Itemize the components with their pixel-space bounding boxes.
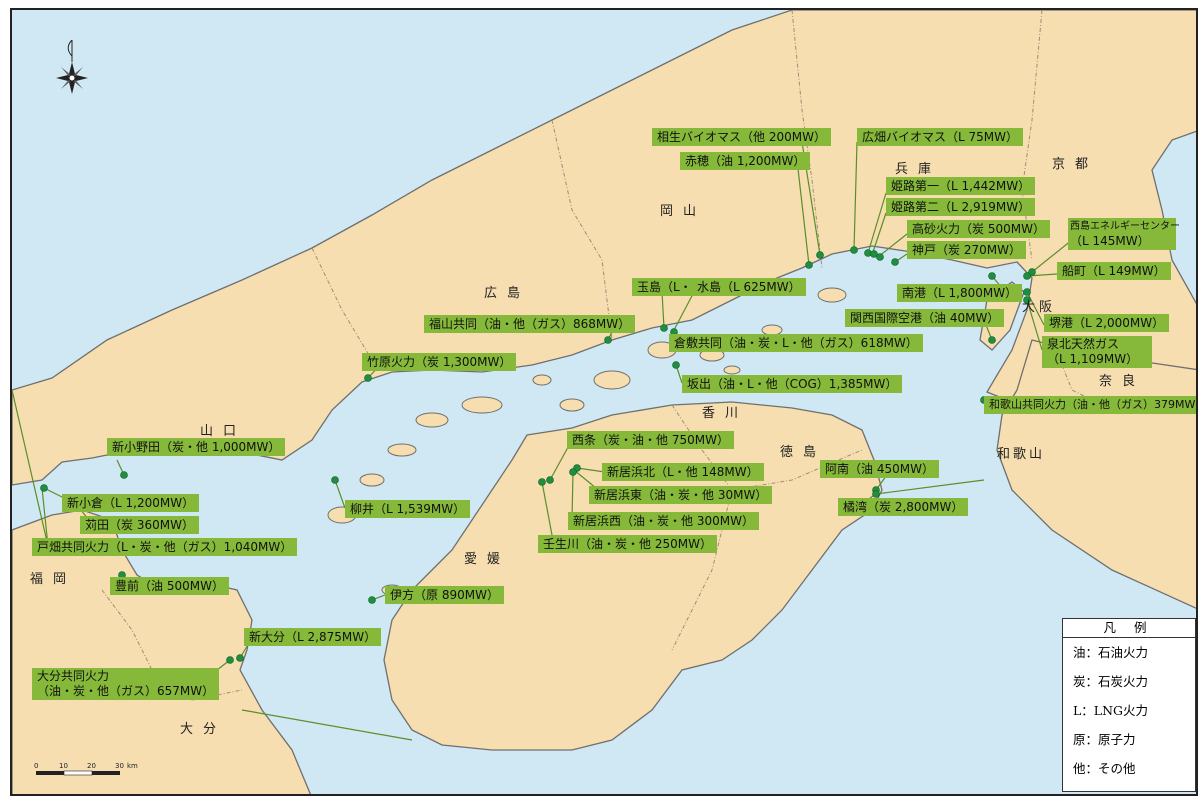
pref-yamaguchi: 山口 bbox=[200, 424, 247, 439]
legend-item-nuclear: 原：原子力 bbox=[1073, 732, 1136, 747]
plant-label-niihama-e: 新居浜東（油・炭・他 30MW） bbox=[589, 486, 773, 504]
scale-bar: 0 10 20 30 km bbox=[34, 762, 144, 786]
plant-label-funamachi: 船町（L 149MW） bbox=[1057, 262, 1171, 280]
plant-label-nanko: 南港（L 1,800MW） bbox=[897, 284, 1023, 302]
plant-label-takehara: 竹原火力（炭 1,300MW） bbox=[362, 353, 517, 371]
pref-fukuoka: 福岡 bbox=[30, 572, 77, 587]
plant-label-ako: 赤穂（油 1,200MW） bbox=[680, 152, 811, 170]
plant-label-senboku: 泉北天然ガス （L 1,109MW） bbox=[1042, 336, 1152, 368]
plant-label-sakaide: 坂出（油・L・他（COG）1,385MW） bbox=[682, 375, 903, 393]
plant-label-kobe: 神戸（炭 270MW） bbox=[907, 241, 1026, 259]
legend: 凡例 油：石油火力 炭：石炭火力 L：LNG火力 原：原子力 他：その他 bbox=[1062, 618, 1196, 792]
scale-label-20: 20 bbox=[87, 762, 96, 770]
scale-bar-graphic bbox=[36, 770, 120, 776]
plant-label-saijo: 西条（炭・油・他 750MW） bbox=[567, 431, 734, 449]
pref-tokushima: 徳島 bbox=[780, 445, 827, 460]
scale-label-10: 10 bbox=[59, 762, 68, 770]
plant-label-kansai-airport: 関西国際空港（油 40MW） bbox=[845, 309, 1005, 327]
plant-label-himeji2: 姫路第二（L 2,919MW） bbox=[886, 198, 1036, 216]
plant-label-senboku-line1: 泉北天然ガス bbox=[1047, 337, 1120, 351]
plant-label-anan: 阿南（油 450MW） bbox=[820, 460, 939, 478]
legend-item-oil: 油：石油火力 bbox=[1073, 645, 1149, 660]
plant-label-niihama-w: 新居浜西（油・炭・他 300MW） bbox=[568, 512, 759, 530]
plant-label-hirohata: 広畑バイオマス（L 75MW） bbox=[857, 128, 1023, 146]
plant-label-fukuyama: 福山共同（油・他（ガス）868MW） bbox=[424, 315, 636, 333]
plant-label-mizushima: 水島（L 625MW） bbox=[692, 278, 806, 296]
plant-label-sakaiko: 堺港（L 2,000MW） bbox=[1044, 314, 1170, 332]
north-arrow-icon bbox=[56, 40, 88, 94]
plant-label-buzen: 豊前（油 500MW） bbox=[110, 577, 229, 595]
plant-label-nishijima-line2: （L 145MW） bbox=[1070, 234, 1150, 248]
pref-oita: 大分 bbox=[180, 722, 227, 737]
plant-label-shinkokura: 新小倉（L 1,200MW） bbox=[62, 494, 200, 512]
legend-item-coal: 炭：石炭火力 bbox=[1073, 674, 1149, 689]
plant-label-oita: 大分共同火力 （油・炭・他（ガス）657MW） bbox=[32, 668, 220, 700]
plant-label-yanai: 柳井（L 1,539MW） bbox=[345, 500, 471, 518]
plant-label-aioi: 相生バイオマス（他 200MW） bbox=[652, 128, 831, 146]
kii-peninsula bbox=[996, 339, 1196, 609]
scale-label-0: 0 bbox=[34, 762, 39, 770]
plant-label-kanda: 苅田（炭 360MW） bbox=[80, 516, 199, 534]
scale-label-30: 30 bbox=[115, 762, 124, 770]
plant-label-mibugawa: 壬生川（油・炭・他 250MW） bbox=[538, 535, 717, 553]
legend-title: 凡例 bbox=[1063, 619, 1195, 638]
plant-label-oita-line1: 大分共同火力 bbox=[37, 669, 110, 683]
pref-okayama: 岡山 bbox=[660, 204, 707, 219]
pref-kagawa: 香川 bbox=[702, 406, 749, 421]
plant-label-wakayama: 和歌山共同火力（油・他（ガス）379MW） bbox=[984, 396, 1196, 414]
pref-nara: 奈良 bbox=[1099, 374, 1146, 389]
plant-label-nishijima: 西島エネルギーセンター （L 145MW） bbox=[1068, 218, 1180, 250]
seto-islands bbox=[327, 287, 847, 596]
plant-label-senboku-line2: （L 1,109MW） bbox=[1047, 352, 1139, 366]
plant-label-shinoita: 新大分（L 2,875MW） bbox=[244, 628, 382, 646]
map-frame: 兵庫 京都 岡山 広島 山口 香川 徳島 大阪 奈良 和歌山 愛媛 福岡 大分 … bbox=[10, 8, 1198, 796]
pref-kyoto: 京都 bbox=[1052, 157, 1099, 172]
plant-label-niihama-n: 新居浜北（L・他 148MW） bbox=[602, 463, 764, 481]
plant-label-ikata: 伊方（原 890MW） bbox=[385, 586, 504, 604]
plant-label-oita-line2: （油・炭・他（ガス）657MW） bbox=[37, 684, 215, 698]
plant-label-himeji1: 姫路第一（L 1,442MW） bbox=[886, 177, 1036, 195]
plant-label-kurashiki: 倉敷共同（油・炭・L・他（ガス）618MW） bbox=[669, 334, 923, 352]
legend-item-other: 他：その他 bbox=[1073, 761, 1136, 776]
plant-label-shinonoda: 新小野田（炭・他 1,000MW） bbox=[107, 438, 286, 456]
legend-item-lng: L：LNG火力 bbox=[1073, 703, 1149, 718]
plant-label-takasago: 高砂火力（炭 500MW） bbox=[907, 220, 1050, 238]
pref-ehime: 愛媛 bbox=[464, 552, 511, 567]
pref-hyogo: 兵庫 bbox=[895, 162, 942, 177]
plant-label-nishijima-line1: 西島エネルギーセンター bbox=[1070, 221, 1180, 232]
scale-unit: km bbox=[127, 762, 138, 770]
plant-label-tachibana: 橘湾（炭 2,800MW） bbox=[838, 498, 969, 516]
pref-osaka: 大阪 bbox=[1022, 300, 1057, 315]
plant-label-tobata: 戸畑共同火力（L・炭・他（ガス）1,040MW） bbox=[32, 538, 298, 556]
pref-hiroshima: 広島 bbox=[484, 286, 531, 301]
pref-wakayama: 和歌山 bbox=[997, 447, 1046, 462]
